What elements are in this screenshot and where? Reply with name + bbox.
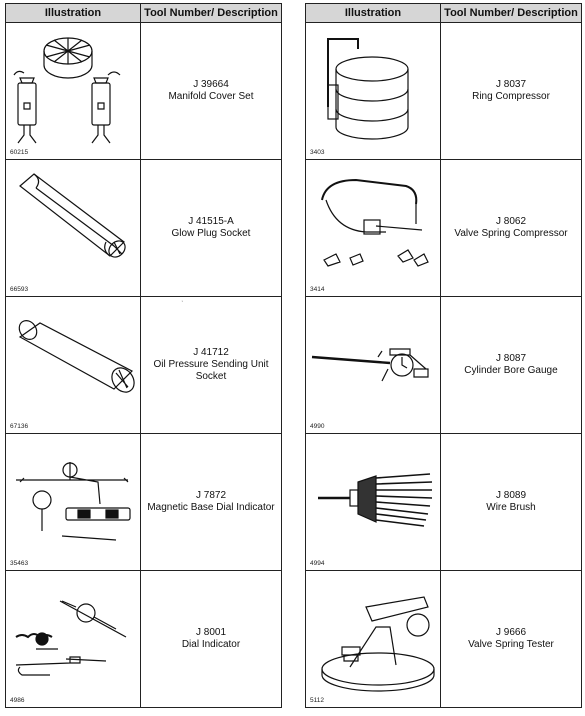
figure-number: 35463: [10, 560, 29, 567]
tool-number: J 8089: [495, 490, 527, 501]
illustration-cell: 66593: [5, 159, 141, 297]
tool-description: J 8089 Wire Brush: [440, 433, 582, 571]
tool-row: 3403 J 8037 Ring Compressor: [305, 22, 582, 160]
tool-name: Cylinder Bore Gauge: [464, 365, 558, 376]
tool-number: J 41515-A: [188, 216, 234, 227]
magnetic-base-dial-indicator-icon: [16, 462, 131, 541]
illustration-cell: 4986: [5, 570, 141, 708]
glow-plug-socket-icon: [19, 173, 126, 258]
tool-number: J 8062: [495, 216, 527, 227]
figure-number: 66593: [10, 286, 29, 293]
tool-number: J 8037: [495, 79, 527, 90]
illustration-cell: 4990: [305, 296, 441, 434]
figure-number: 67136: [10, 423, 29, 430]
tool-description: J 39664 Manifold Cover Set: [140, 22, 282, 160]
tool-name: Glow Plug Socket: [171, 228, 251, 239]
tool-name: Magnetic Base Dial Indicator: [147, 502, 275, 513]
figure-number: 4990: [310, 423, 325, 430]
tool-row: 4986 J 8001 Dial Indicator: [5, 570, 282, 708]
figure-number: 3403: [310, 149, 325, 156]
figure-number: 4994: [310, 560, 325, 567]
tool-row: 35463 J 7872 Magnetic Base Dial Indicato…: [5, 433, 282, 571]
tool-row: 67136 J 41712 Oil Pressure Sending Unit …: [5, 296, 282, 434]
tool-description: J 8037 Ring Compressor: [440, 22, 582, 160]
tool-header: Tool Number/ Description: [140, 3, 282, 23]
tool-number: J 7872: [195, 490, 227, 501]
illustration-cell: 3403: [305, 22, 441, 160]
illustration-header: Illustration: [305, 3, 441, 23]
tool-description: J 9666 Valve Spring Tester: [440, 570, 582, 708]
tool-header: Tool Number/ Description: [440, 3, 582, 23]
tools-table-left: Illustration Tool Number/ Description 60…: [5, 3, 282, 708]
valve-spring-compressor-icon: [321, 178, 429, 267]
illustration-cell: 67136: [5, 296, 141, 434]
tool-description: J 41515-A Glow Plug Socket: [140, 159, 282, 297]
tool-row: 4990 J 8087 Cylinder Bore Gauge: [305, 296, 582, 434]
illustration-cell: 35463: [5, 433, 141, 571]
tool-row: 60215 J 39664 Manifold Cover Set: [5, 22, 282, 160]
manifold-cover-set-icon: [13, 37, 121, 144]
tool-row: 4994 J 8089 Wire Brush: [305, 433, 582, 571]
illustration-header: Illustration: [5, 3, 141, 23]
tool-description: J 41712 Oil Pressure Sending Unit Socket: [140, 296, 282, 434]
tool-row: 3414 J 8062 Valve Spring Compressor: [305, 159, 582, 297]
tool-row: 5112 J 9666 Valve Spring Tester: [305, 570, 582, 708]
tool-name: Oil Pressure Sending Unit Socket: [153, 359, 269, 382]
tool-number: J 8087: [495, 353, 527, 364]
tool-number: J 9666: [495, 627, 527, 638]
tool-description: J 8001 Dial Indicator: [140, 570, 282, 708]
tool-row: 66593 J 41515-A Glow Plug Socket: [5, 159, 282, 297]
tool-description: J 8062 Valve Spring Compressor: [440, 159, 582, 297]
dial-indicator-icon: [15, 600, 127, 676]
figure-number: 60215: [10, 149, 29, 156]
tool-name: Ring Compressor: [472, 91, 550, 102]
illustration-cell: 5112: [305, 570, 441, 708]
tool-name: Valve Spring Tester: [468, 639, 554, 650]
oil-pressure-socket-icon: [18, 320, 135, 393]
valve-spring-tester-icon: [321, 596, 435, 692]
tool-name: Wire Brush: [486, 502, 536, 513]
tool-name: Manifold Cover Set: [168, 91, 254, 102]
figure-number: 5112: [310, 697, 324, 704]
tool-description: J 8087 Cylinder Bore Gauge: [440, 296, 582, 434]
tool-name: Valve Spring Compressor: [454, 228, 568, 239]
tools-table-right: Illustration Tool Number/ Description 34…: [305, 3, 582, 708]
tool-number: J 8001: [195, 627, 227, 638]
tool-number: J 41712: [193, 347, 229, 358]
figure-number: 3414: [310, 286, 325, 293]
tool-number: J 39664: [193, 79, 229, 90]
cylinder-bore-gauge-icon: [311, 348, 429, 382]
figure-number: 4986: [10, 697, 25, 704]
tool-description: J 7872 Magnetic Base Dial Indicator: [140, 433, 282, 571]
illustration-cell: 4994: [305, 433, 441, 571]
illustration-cell: 3414: [305, 159, 441, 297]
ring-compressor-icon: [327, 38, 409, 140]
wire-brush-icon: [318, 473, 433, 527]
illustration-cell: 60215: [5, 22, 141, 160]
tool-name: Dial Indicator: [181, 639, 241, 650]
